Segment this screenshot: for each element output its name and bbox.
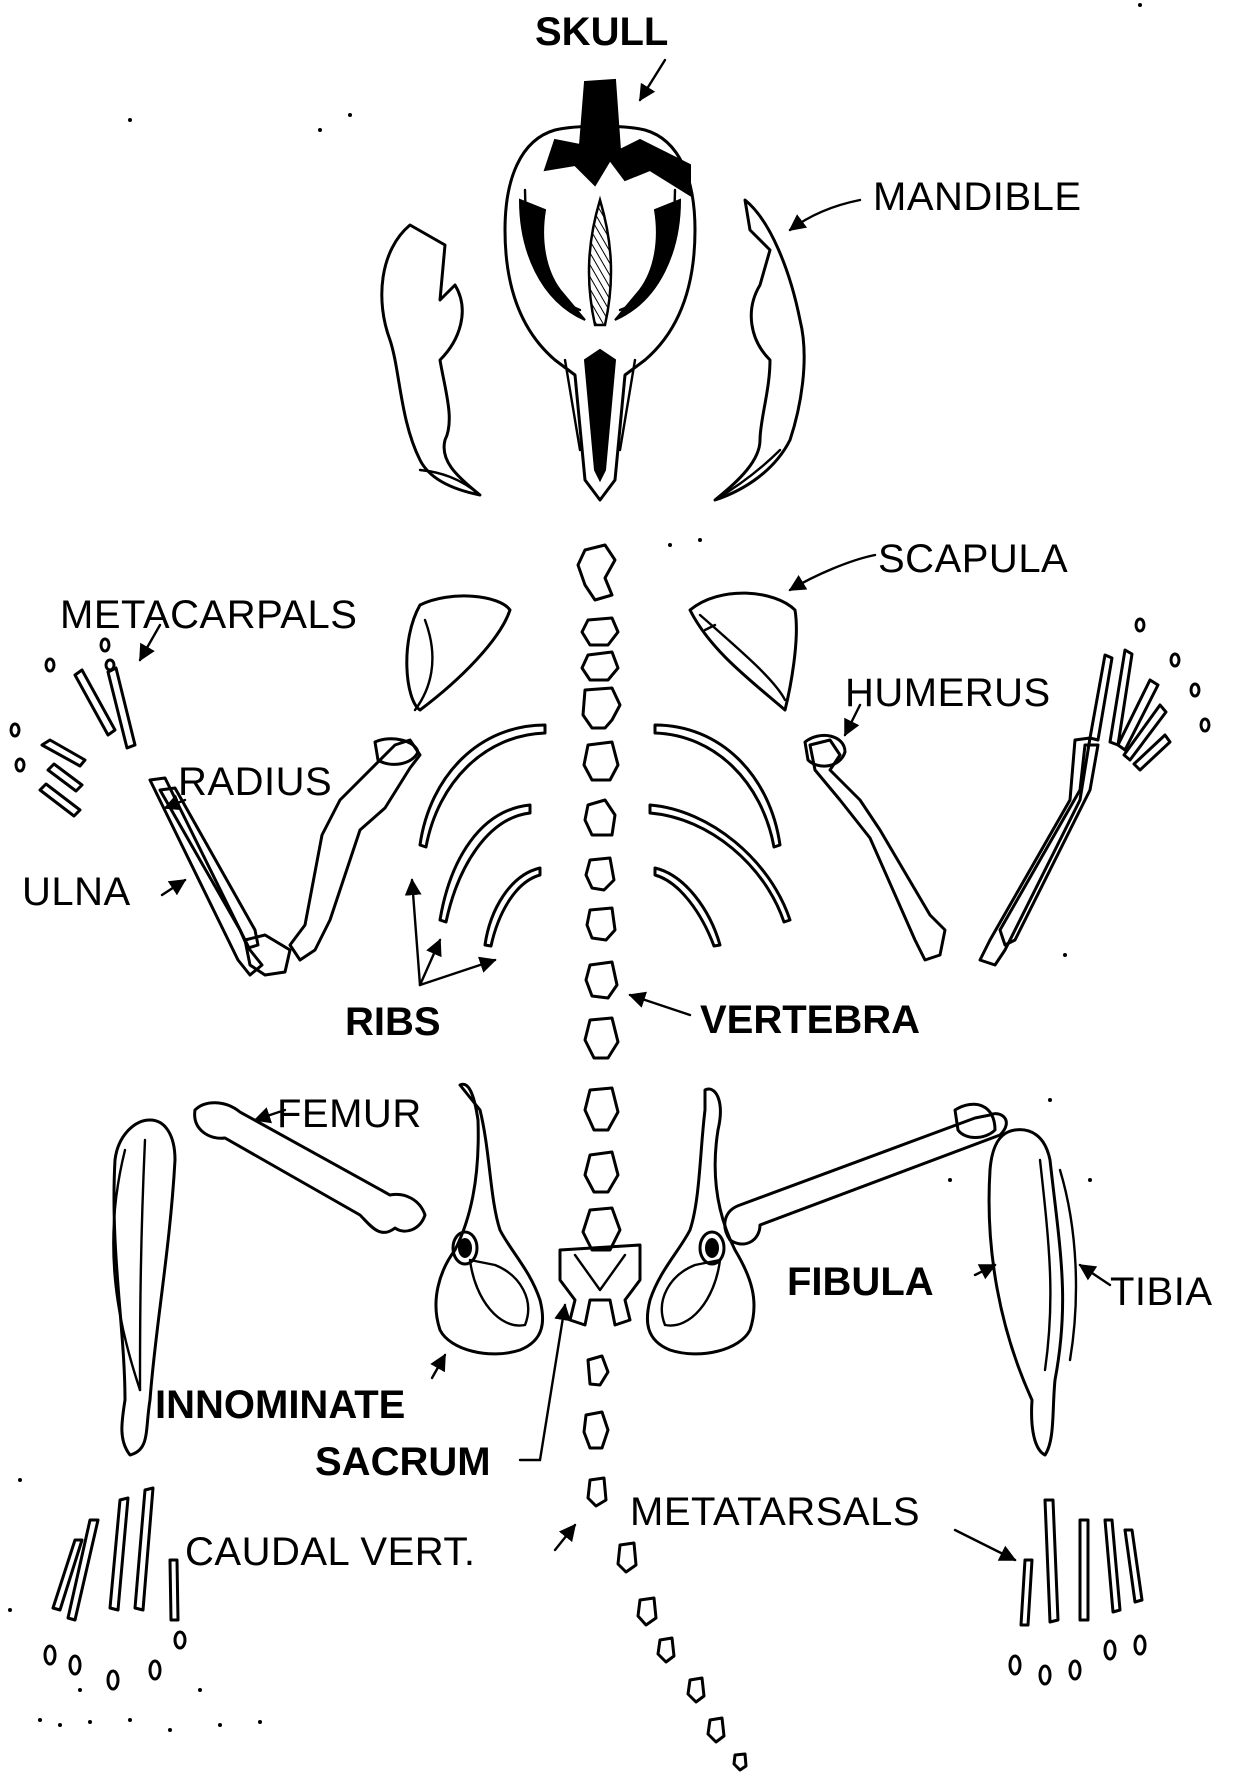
label-tibia: TIBIA [1110, 1270, 1213, 1314]
arrow-mandible [790, 200, 860, 230]
label-ulna: ULNA [22, 870, 131, 914]
label-femur: FEMUR [277, 1092, 422, 1136]
scapula-right [690, 593, 796, 710]
label-mandible: MANDIBLE [873, 175, 1082, 219]
arrow-tibia [1080, 1265, 1110, 1285]
label-metatarsals: METATARSALS [630, 1490, 920, 1534]
vertebral-column [578, 545, 620, 1250]
metatarsals-right [1010, 1500, 1145, 1684]
label-vertebra: VERTEBRA [700, 998, 920, 1042]
arrow-fibula [975, 1265, 995, 1275]
label-caudal-vert: CAUDAL VERT. [185, 1530, 476, 1574]
femur-right [725, 1104, 1007, 1244]
sacrum [560, 1245, 640, 1325]
label-skull: SKULL [535, 10, 668, 54]
metacarpals-left [11, 639, 135, 816]
label-humerus: HUMERUS [845, 671, 1051, 715]
caudal-vertebrae [584, 1356, 746, 1770]
arrow-ribs-3 [420, 960, 495, 985]
arrow-scapula [790, 555, 875, 590]
radius-ulna-right [980, 738, 1098, 965]
arrow-metatarsals [955, 1530, 1015, 1560]
label-sacrum: SACRUM [315, 1440, 491, 1484]
arrow-innominate [432, 1355, 445, 1378]
ribs-left [420, 725, 545, 946]
leader-lines [140, 60, 1110, 1560]
print-specks [8, 3, 1142, 1732]
metatarsals-left [45, 1488, 185, 1689]
mandible-right [715, 200, 804, 500]
ribs-right [650, 725, 790, 946]
metacarpals-right [1090, 619, 1209, 770]
radius-ulna-left [150, 778, 290, 975]
label-radius: RADIUS [178, 760, 332, 804]
arrow-vertebra [630, 995, 690, 1015]
labels: SKULL MANDIBLE SCAPULA METACARPALS HUMER… [22, 10, 1213, 1574]
label-innominate: INNOMINATE [155, 1383, 405, 1427]
tibia-fibula-right [989, 1130, 1076, 1455]
humerus-right [805, 735, 945, 960]
innominate-right [647, 1089, 754, 1354]
label-metacarpals: METACARPALS [60, 593, 357, 637]
arrow-caudal [555, 1525, 575, 1550]
mandible-left [382, 225, 480, 495]
label-fibula: FIBULA [787, 1260, 934, 1304]
label-scapula: SCAPULA [878, 537, 1068, 581]
arrow-skull [640, 60, 665, 100]
arrow-ribs-1 [412, 880, 420, 985]
arrow-ulna [162, 880, 185, 895]
label-ribs: RIBS [345, 1000, 441, 1044]
innominate-left [436, 1084, 543, 1354]
skull [505, 80, 695, 500]
scapula-left [407, 596, 510, 710]
